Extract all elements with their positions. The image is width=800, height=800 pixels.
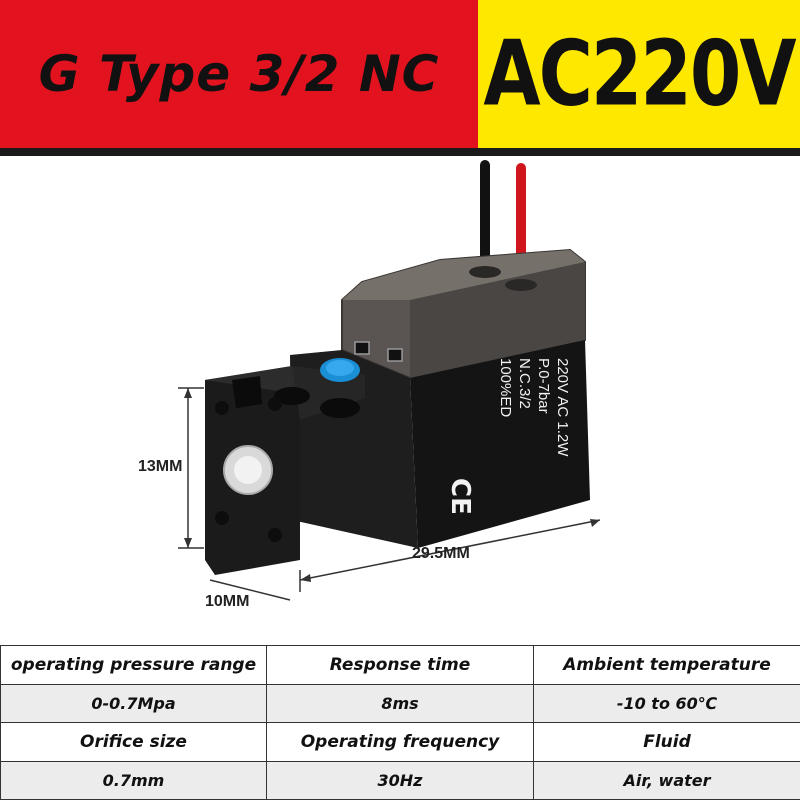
- coil-label-line-3: N.C.3/2: [516, 358, 533, 409]
- dimension-lines: [178, 387, 601, 601]
- spec-value-fluid: Air, water: [533, 761, 800, 800]
- coil-body: [410, 340, 590, 548]
- banner-red-panel: G Type 3/2 NC: [0, 0, 478, 148]
- solenoid-valve-illustration: 220V AC 1.2W P.0-7bar N.C.3/2 100%ED CE: [178, 160, 601, 601]
- spec-header-ambient-temperature: Ambient temperature: [533, 644, 800, 686]
- voltage-title: AC220V: [483, 21, 796, 127]
- height-dimension-label: 13MM: [138, 458, 183, 475]
- spec-value-orifice-size: 0.7mm: [0, 761, 267, 800]
- width-dimension-label: 10MM: [205, 593, 250, 610]
- header-banner: G Type 3/2 NC AC220V: [0, 0, 800, 156]
- length-dimension-label: 29.5MM: [412, 545, 470, 562]
- table-row: 0-0.7Mpa 8ms -10 to 60℃: [0, 684, 800, 723]
- coil-label: 220V AC 1.2W P.0-7bar N.C.3/2 100%ED: [497, 358, 571, 457]
- spec-header-pressure-range: operating pressure range: [0, 644, 267, 686]
- spec-value-pressure-range: 0-0.7Mpa: [0, 684, 267, 723]
- specifications-table: operating pressure range Response time A…: [0, 644, 800, 800]
- spec-header-orifice-size: Orifice size: [0, 721, 267, 763]
- coil-label-line-2: P.0-7bar: [535, 358, 552, 414]
- spec-header-fluid: Fluid: [533, 721, 800, 763]
- banner-yellow-panel: AC220V: [478, 0, 800, 148]
- spec-value-ambient-temperature: -10 to 60℃: [533, 684, 800, 723]
- spec-header-response-time: Response time: [266, 644, 534, 686]
- spec-value-operating-frequency: 30Hz: [266, 761, 534, 800]
- table-row: 0.7mm 30Hz Air, water: [0, 761, 800, 800]
- table-row: operating pressure range Response time A…: [0, 644, 800, 686]
- ce-mark: CE: [445, 478, 475, 515]
- banner-divider: [0, 148, 800, 156]
- spec-header-operating-frequency: Operating frequency: [266, 721, 534, 763]
- product-type-title: G Type 3/2 NC: [38, 45, 440, 103]
- coil-label-line-1: 220V AC 1.2W: [554, 358, 571, 457]
- spec-value-response-time: 8ms: [266, 684, 534, 723]
- coil-label-line-4: 100%ED: [497, 358, 514, 417]
- table-row: Orifice size Operating frequency Fluid: [0, 721, 800, 763]
